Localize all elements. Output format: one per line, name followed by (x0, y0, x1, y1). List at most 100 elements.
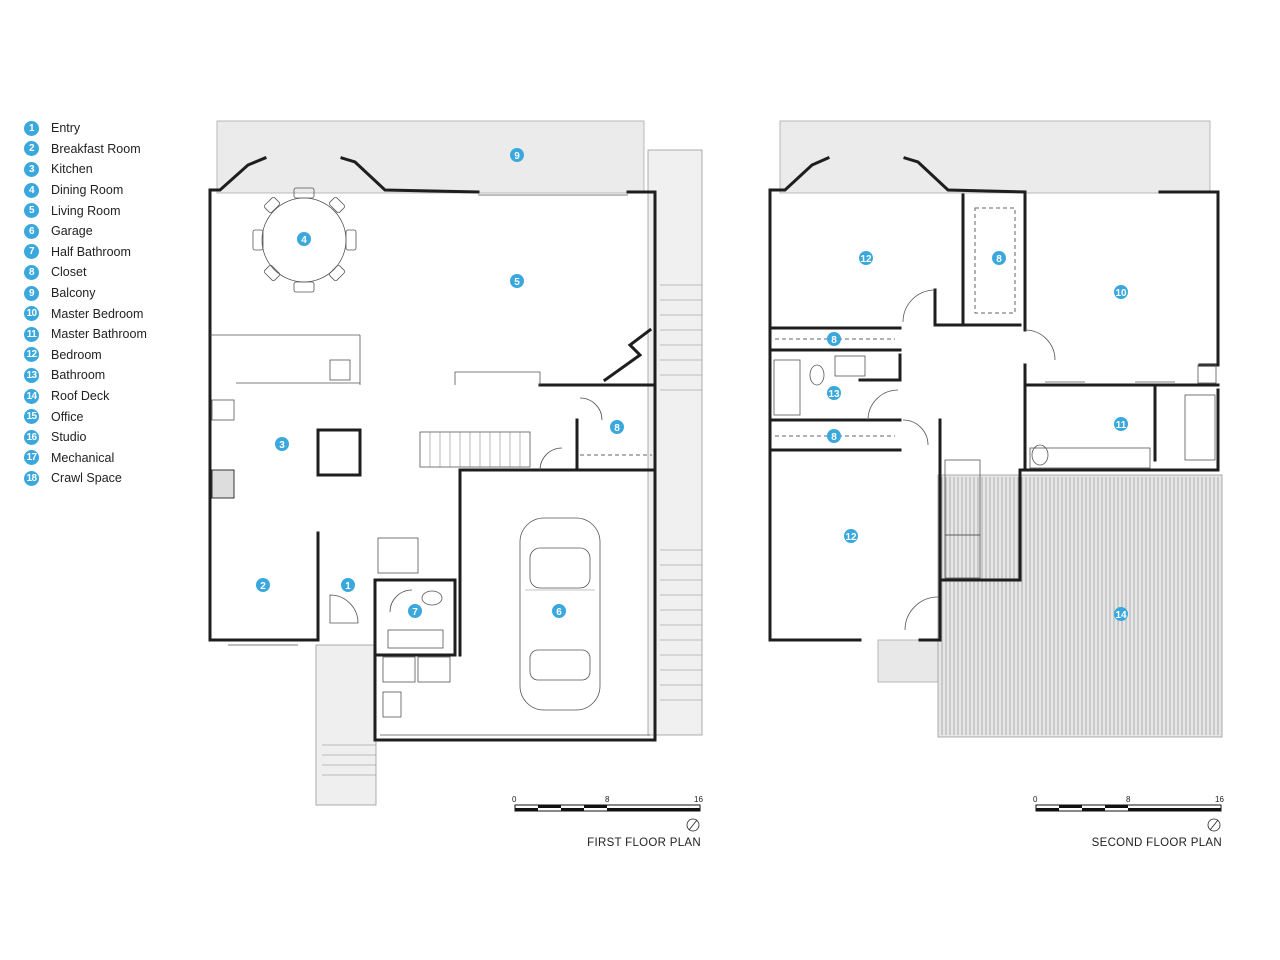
double-vanity (1029, 447, 1151, 469)
svg-text:10: 10 (1115, 288, 1127, 299)
legend-label: Closet (51, 265, 87, 280)
deck-door (904, 596, 939, 631)
legend-item: 1 Entry (24, 118, 147, 139)
bathtub (1184, 394, 1216, 461)
legend-label: Entry (51, 121, 81, 136)
kitchen-sink (211, 399, 235, 421)
legend-label: Balcony (51, 286, 96, 301)
legend-label: Master Bathroom (51, 327, 147, 342)
bay-wall-left (768, 156, 830, 192)
svg-text:3: 3 (279, 440, 285, 451)
dining-chairs (252, 187, 357, 293)
kitchen-prep-sink (329, 359, 351, 381)
balcony-area (216, 120, 645, 194)
garage-door-swing (539, 447, 563, 471)
vanity (834, 355, 866, 377)
bedroom-door (902, 289, 936, 323)
west-wall (768, 188, 862, 642)
legend-item: 5 Living Room (24, 200, 147, 221)
legend-label: Master Bedroom (51, 306, 144, 321)
master-door (1024, 329, 1056, 361)
roof-area (877, 639, 941, 683)
bathtub (773, 359, 801, 416)
plan-title: SECOND FLOOR PLAN (1092, 837, 1222, 849)
entry-steps (315, 644, 377, 806)
room-badge: 14 (1114, 607, 1128, 621)
bath-door (867, 389, 899, 421)
legend-item: 7 Half Bathroom (24, 242, 147, 263)
legend-number: 11 (24, 326, 39, 342)
legend-item: 14 Roof Deck (24, 386, 147, 407)
vanity (387, 629, 444, 649)
half-bath-door (389, 589, 413, 613)
legend-label: Half Bathroom (51, 244, 131, 259)
legend-number: 9 (24, 285, 39, 301)
main-stairs (419, 431, 531, 468)
legend-number: 1 (24, 120, 39, 136)
legend-number: 14 (24, 388, 39, 404)
svg-text:2: 2 (260, 581, 266, 592)
garage-south-wall (373, 543, 657, 742)
room-badge: 8 (992, 251, 1006, 265)
svg-text:4: 4 (301, 235, 307, 246)
half-bath-walls (373, 578, 457, 657)
legend-item: 11 Master Bathroom (24, 324, 147, 345)
legend-label: Mechanical (51, 450, 115, 465)
svg-text:14: 14 (1115, 610, 1127, 621)
fireplace-corner (602, 327, 653, 383)
north-arrow-icon (686, 818, 700, 832)
legend-label: Breakfast Room (51, 141, 141, 156)
legend-label: Kitchen (51, 162, 93, 177)
room-badge: 12 (844, 529, 858, 543)
east-wall (626, 190, 657, 642)
legend-number: 7 (24, 244, 39, 260)
legend-label: Living Room (51, 203, 121, 218)
master-bath-south (1018, 388, 1220, 472)
legend-label: Bathroom (51, 368, 106, 383)
legend-label: Studio (51, 430, 87, 445)
toilet (809, 364, 825, 386)
room-badge: 13 (827, 386, 841, 400)
svg-text:8: 8 (831, 432, 837, 443)
legend-number: 6 (24, 223, 39, 239)
svg-text:9: 9 (514, 151, 520, 162)
legend-label: Roof Deck (51, 389, 110, 404)
svg-text:0: 0 (512, 795, 517, 804)
svg-text:11: 11 (1116, 420, 1127, 431)
room-badge: 6 (552, 604, 566, 618)
bath-wall (858, 353, 902, 382)
plan-title: FIRST FLOOR PLAN (587, 837, 701, 849)
room-badge: 3 (275, 437, 289, 451)
svg-text:8: 8 (1126, 795, 1131, 804)
legend-number: 8 (24, 264, 39, 280)
svg-text:8: 8 (605, 795, 610, 804)
entry-door (329, 594, 359, 624)
toilet (421, 590, 443, 606)
roof-deck-boards (941, 477, 1219, 735)
room-badge: 2 (256, 578, 270, 592)
svg-text:8: 8 (614, 423, 620, 434)
legend-number: 17 (24, 450, 39, 466)
legend-number: 15 (24, 409, 39, 425)
closet-door (579, 397, 603, 421)
legend-number: 4 (24, 182, 39, 198)
legend-item: 8 Closet (24, 262, 147, 283)
side-ramp-treads (660, 284, 702, 701)
legend-number: 12 (24, 347, 39, 363)
svg-text:5: 5 (514, 277, 520, 288)
hvac-unit (1197, 364, 1217, 384)
second-floor-plan: 12 8 10 8 13 8 11 12 14 0 8 16 SECOND FL… (768, 120, 1224, 849)
room-badge: 7 (408, 604, 422, 618)
legend-number: 5 (24, 203, 39, 219)
bay-wall-right (340, 156, 480, 194)
